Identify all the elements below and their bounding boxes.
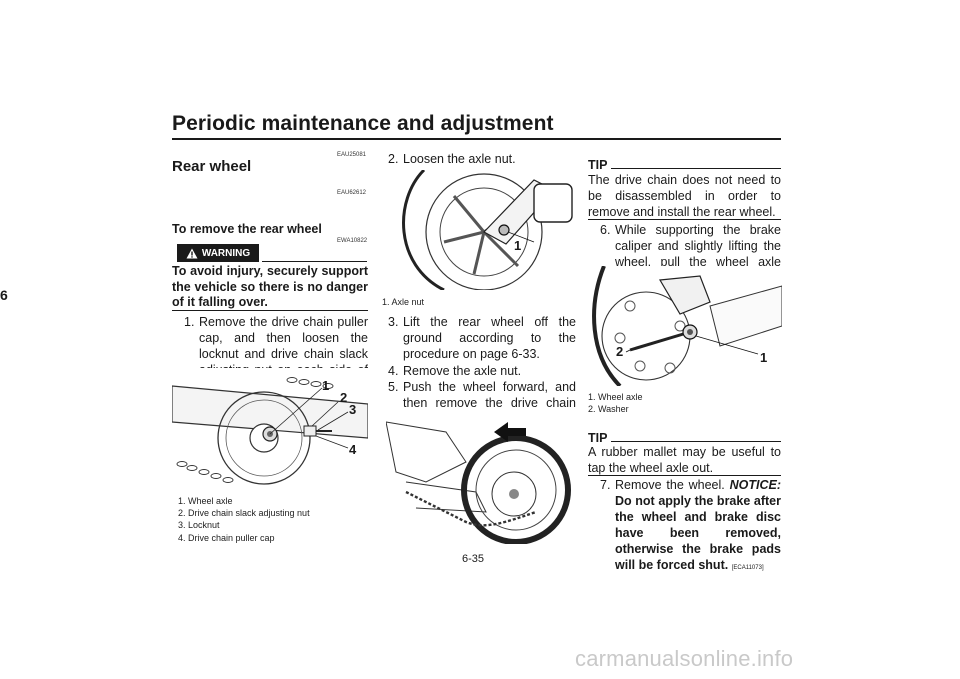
tip2-text: A rubber mallet may be useful to tap the…: [588, 445, 781, 475]
tip1-rule-top: [611, 168, 781, 169]
notice-text: Do not apply the brake after the wheel a…: [615, 494, 781, 572]
step-number: 2.: [388, 152, 399, 166]
page-number: 6-35: [462, 553, 485, 565]
warning-text: To avoid injury, securely support the ve…: [172, 264, 368, 309]
step-number: 3.: [388, 315, 399, 329]
caption-item: 1. Axle nut: [382, 297, 425, 307]
callout-1: 1: [760, 350, 768, 365]
chain-removal-illustration: [385, 412, 576, 545]
step-4: 4. Remove the axle nut.: [376, 363, 576, 379]
callout-4: 4: [349, 442, 357, 457]
figure-axle-nut: 1: [384, 168, 576, 292]
step-main-text: Remove the wheel.: [615, 478, 725, 492]
warning-rule-bottom: [172, 310, 368, 311]
tip1-label: TIP: [588, 158, 608, 172]
wheel-axle-illustration: [590, 265, 783, 388]
warning-triangle-icon: [186, 248, 198, 258]
step-6: 6. While supporting the brake caliper an…: [588, 222, 781, 286]
figure-chain-adjuster: 1 2 3 4: [171, 368, 369, 492]
step-text: Lift the rear wheel off the ground accor…: [403, 315, 576, 361]
caption-item: 2. Washer: [588, 404, 629, 415]
caption-item: 3. Locknut: [178, 520, 220, 531]
step-number: 6.: [600, 223, 611, 237]
step-2: 2. Loosen the axle nut.: [376, 151, 576, 167]
callout-2: 2: [616, 344, 624, 359]
chain-adjuster-illustration: [171, 368, 369, 492]
header-rule: [172, 138, 781, 140]
tip2-label: TIP: [588, 431, 608, 445]
tip1-rule-bottom: [588, 219, 781, 220]
subsection-title: To remove the rear wheel: [172, 222, 322, 236]
page-header-title: Periodic maintenance and adjustment: [172, 112, 554, 135]
step-3: 3. Lift the rear wheel off the ground ac…: [376, 314, 576, 362]
notice-label: NOTICE:: [729, 478, 781, 492]
figure2-captions: 1. Axle nut: [382, 296, 424, 308]
warning-rule-top: [262, 261, 367, 262]
callout-1: 1: [322, 378, 330, 393]
step-text: Remove the axle nut.: [403, 364, 522, 378]
warning-code: EWA10822: [337, 238, 368, 244]
caption-item: 1. Wheel axle: [588, 392, 643, 402]
figure4-captions: 1. Wheel axle 2. Washer: [588, 391, 643, 415]
caption-item: 2. Drive chain slack adjusting nut: [178, 508, 310, 519]
figure-wheel-axle: 2 1: [590, 265, 783, 388]
axle-nut-illustration: [384, 168, 576, 292]
chapter-tab: 6: [0, 287, 8, 303]
section-code: EAU25081: [337, 152, 367, 158]
tip1-text: The drive chain does not need to be disa…: [588, 173, 781, 219]
warning-label: WARNING: [201, 247, 251, 259]
caption-item: 1. Wheel axle: [178, 496, 233, 506]
caption-item: 4. Drive chain puller cap: [178, 532, 275, 543]
step-text: Remove the wheel. NOTICE: Do not apply t…: [588, 477, 781, 576]
step-7: 7. Remove the wheel. NOTICE: Do not appl…: [588, 477, 781, 576]
section-title: Rear wheel: [172, 158, 252, 175]
step-number: 5.: [388, 380, 399, 394]
watermark: carmanualsonline.info: [575, 646, 794, 671]
step-number: 7.: [600, 478, 611, 492]
tip2-rule-top: [611, 441, 781, 442]
warning-badge: WARNING: [177, 244, 259, 262]
step-text: While supporting the brake caliper and s…: [615, 223, 781, 285]
subsection-code: EAU62612: [337, 190, 367, 196]
callout-1: 1: [514, 238, 522, 253]
tip2-rule-bottom: [588, 475, 781, 476]
figure-chain-removal: [385, 412, 576, 545]
callout-3: 3: [349, 402, 357, 417]
callout-2: 2: [340, 390, 348, 405]
notice-code: [ECA11073]: [731, 565, 764, 571]
figure1-captions: 1. Wheel axle 2. Drive chain slack adjus…: [178, 495, 310, 544]
step-number: 4.: [388, 364, 399, 378]
step-number: 1.: [184, 315, 195, 329]
step-text: Loosen the axle nut.: [403, 152, 516, 166]
